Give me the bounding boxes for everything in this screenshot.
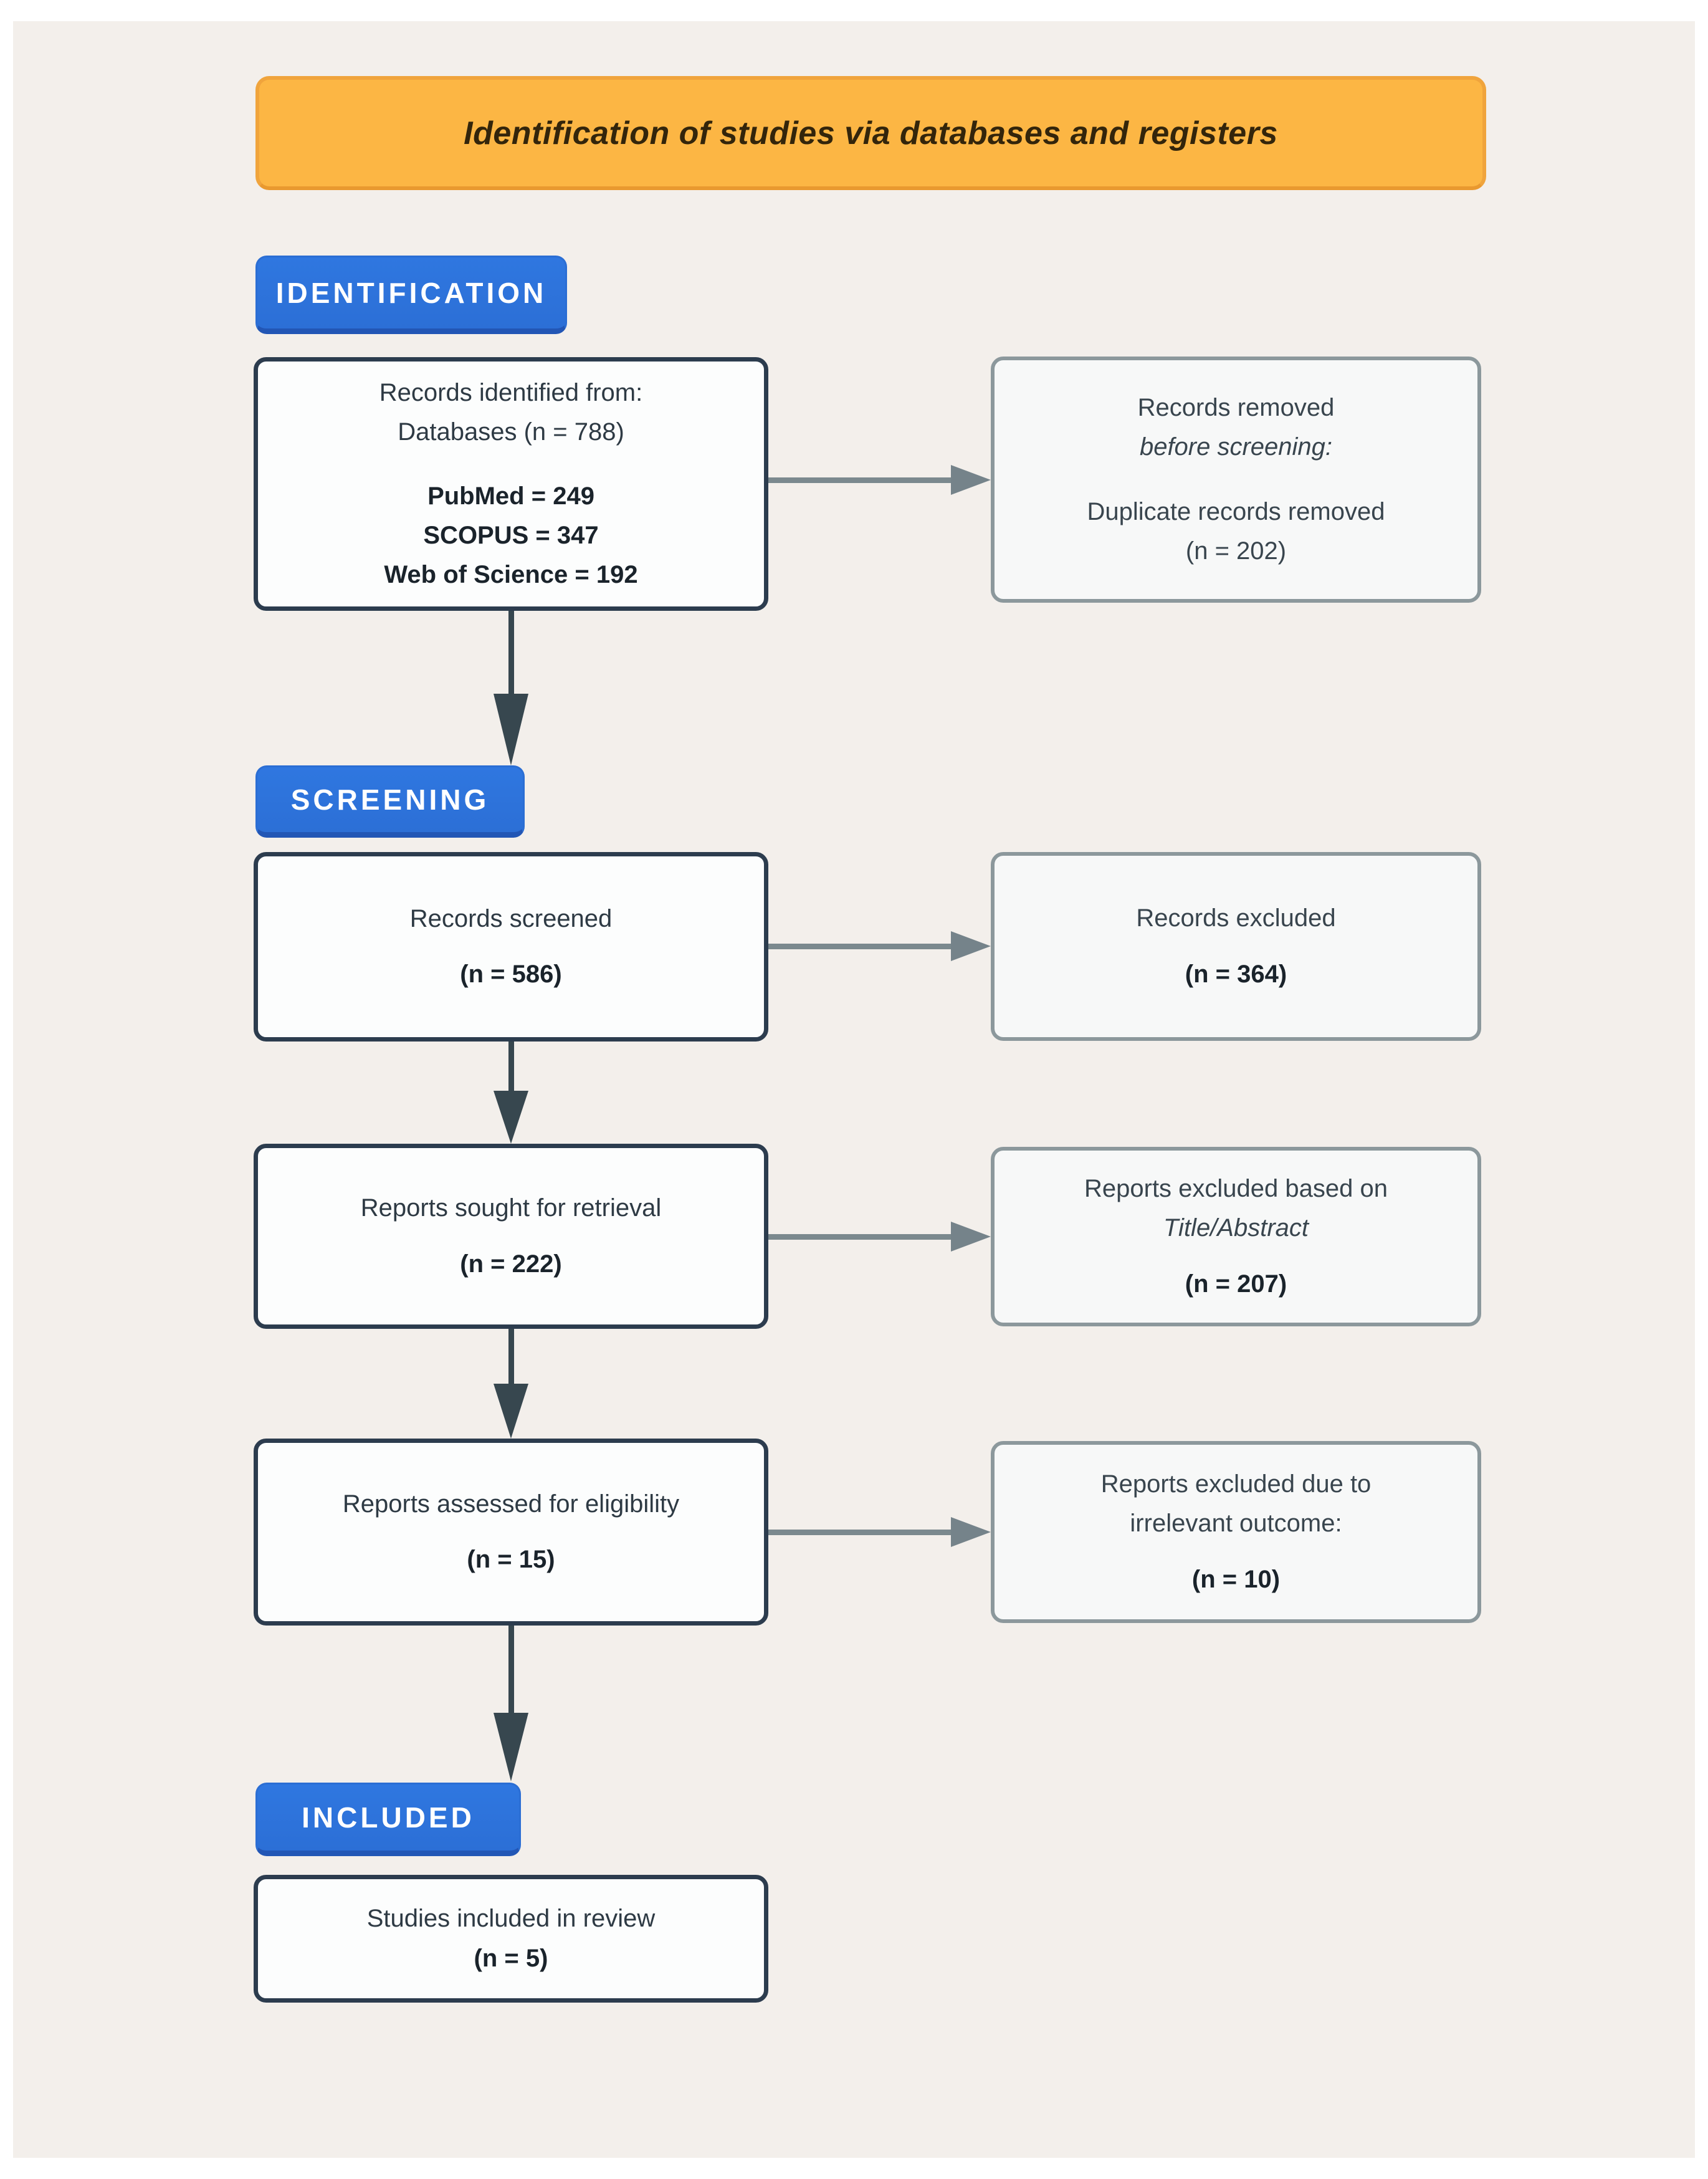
arrow-down-screened-to-sought xyxy=(494,1042,528,1144)
box-text-line: Records removed xyxy=(1137,394,1335,422)
arrow-shaft xyxy=(768,477,951,483)
box-text-line: Duplicate records removed xyxy=(1087,497,1385,525)
arrow-head-down-icon xyxy=(494,1713,528,1781)
arrow-head-down-icon xyxy=(494,1384,528,1439)
arrow-right-identified-to-removed xyxy=(768,465,991,495)
box-count: (n = 15) xyxy=(467,1546,555,1573)
stage-badge-included: INCLUDED xyxy=(255,1783,521,1856)
arrow-down-assessed-to-included xyxy=(494,1626,528,1781)
box-text-line: Databases (n = 788) xyxy=(398,418,624,446)
arrow-shaft xyxy=(768,1233,951,1240)
arrow-down-identified-to-screening xyxy=(494,611,528,765)
box-text-line: Title/Abstract xyxy=(1163,1214,1309,1242)
box-studies-included: Studies included in review (n = 5) xyxy=(254,1875,768,2003)
box-reports-excluded-irrelevant-outcome: Reports excluded due to irrelevant outco… xyxy=(991,1441,1481,1623)
arrow-head-down-icon xyxy=(494,694,528,765)
arrow-head-down-icon xyxy=(494,1091,528,1144)
box-count: (n = 207) xyxy=(1185,1270,1287,1298)
box-text-line: Studies included in review xyxy=(366,1905,656,1933)
box-source-count: Web of Science = 192 xyxy=(384,561,638,589)
box-records-excluded: Records excluded (n = 364) xyxy=(991,852,1481,1041)
arrow-shaft xyxy=(768,943,951,949)
box-text-line: Records excluded xyxy=(1136,904,1336,932)
arrow-down-sought-to-assessed xyxy=(494,1329,528,1439)
box-reports-assessed: Reports assessed for eligibility (n = 15… xyxy=(254,1439,768,1626)
box-text-line: Reports excluded due to xyxy=(1100,1470,1372,1498)
box-count: (n = 586) xyxy=(460,960,562,988)
box-text-line: before screening: xyxy=(1139,433,1333,461)
box-records-identified: Records identified from: Databases (n = … xyxy=(254,357,768,611)
arrow-head-right-icon xyxy=(951,465,991,495)
box-text-line: Reports excluded based on xyxy=(1084,1175,1388,1203)
stage-badge-screening: SCREENING xyxy=(255,765,525,838)
box-text-line: Reports sought for retrieval xyxy=(360,1194,662,1222)
box-text-line: irrelevant outcome: xyxy=(1130,1510,1342,1538)
banner-title: Identification of studies via databases … xyxy=(464,115,1278,151)
arrow-head-right-icon xyxy=(951,1222,991,1252)
box-count: (n = 5) xyxy=(474,1944,548,1972)
box-count: (n = 222) xyxy=(460,1250,562,1278)
arrow-shaft xyxy=(508,611,514,694)
banner: Identification of studies via databases … xyxy=(255,76,1486,190)
box-records-removed-before-screening: Records removed before screening: Duplic… xyxy=(991,357,1481,603)
arrow-right-assessed-to-excluded xyxy=(768,1517,991,1547)
arrow-head-right-icon xyxy=(951,931,991,961)
box-text-line: Records screened xyxy=(409,904,613,932)
box-source-count: SCOPUS = 347 xyxy=(423,522,599,550)
arrow-head-right-icon xyxy=(951,1517,991,1547)
box-count: (n = 10) xyxy=(1191,1565,1281,1593)
arrow-shaft xyxy=(768,1529,951,1535)
arrow-shaft xyxy=(508,1626,514,1713)
arrow-shaft xyxy=(508,1042,514,1091)
box-count: (n = 364) xyxy=(1185,960,1287,988)
box-source-count: PubMed = 249 xyxy=(427,482,594,510)
box-records-screened: Records screened (n = 586) xyxy=(254,852,768,1042)
arrow-shaft xyxy=(508,1329,514,1384)
box-count: (n = 202) xyxy=(1185,537,1287,565)
box-reports-excluded-title-abstract: Reports excluded based on Title/Abstract… xyxy=(991,1147,1481,1326)
stage-badge-identification: IDENTIFICATION xyxy=(255,256,567,334)
box-text-line: Records identified from: xyxy=(379,378,643,406)
arrow-right-screened-to-excluded xyxy=(768,931,991,961)
box-reports-sought: Reports sought for retrieval (n = 222) xyxy=(254,1144,768,1329)
arrow-right-sought-to-excluded xyxy=(768,1222,991,1252)
box-text-line: Reports assessed for eligibility xyxy=(342,1490,680,1518)
